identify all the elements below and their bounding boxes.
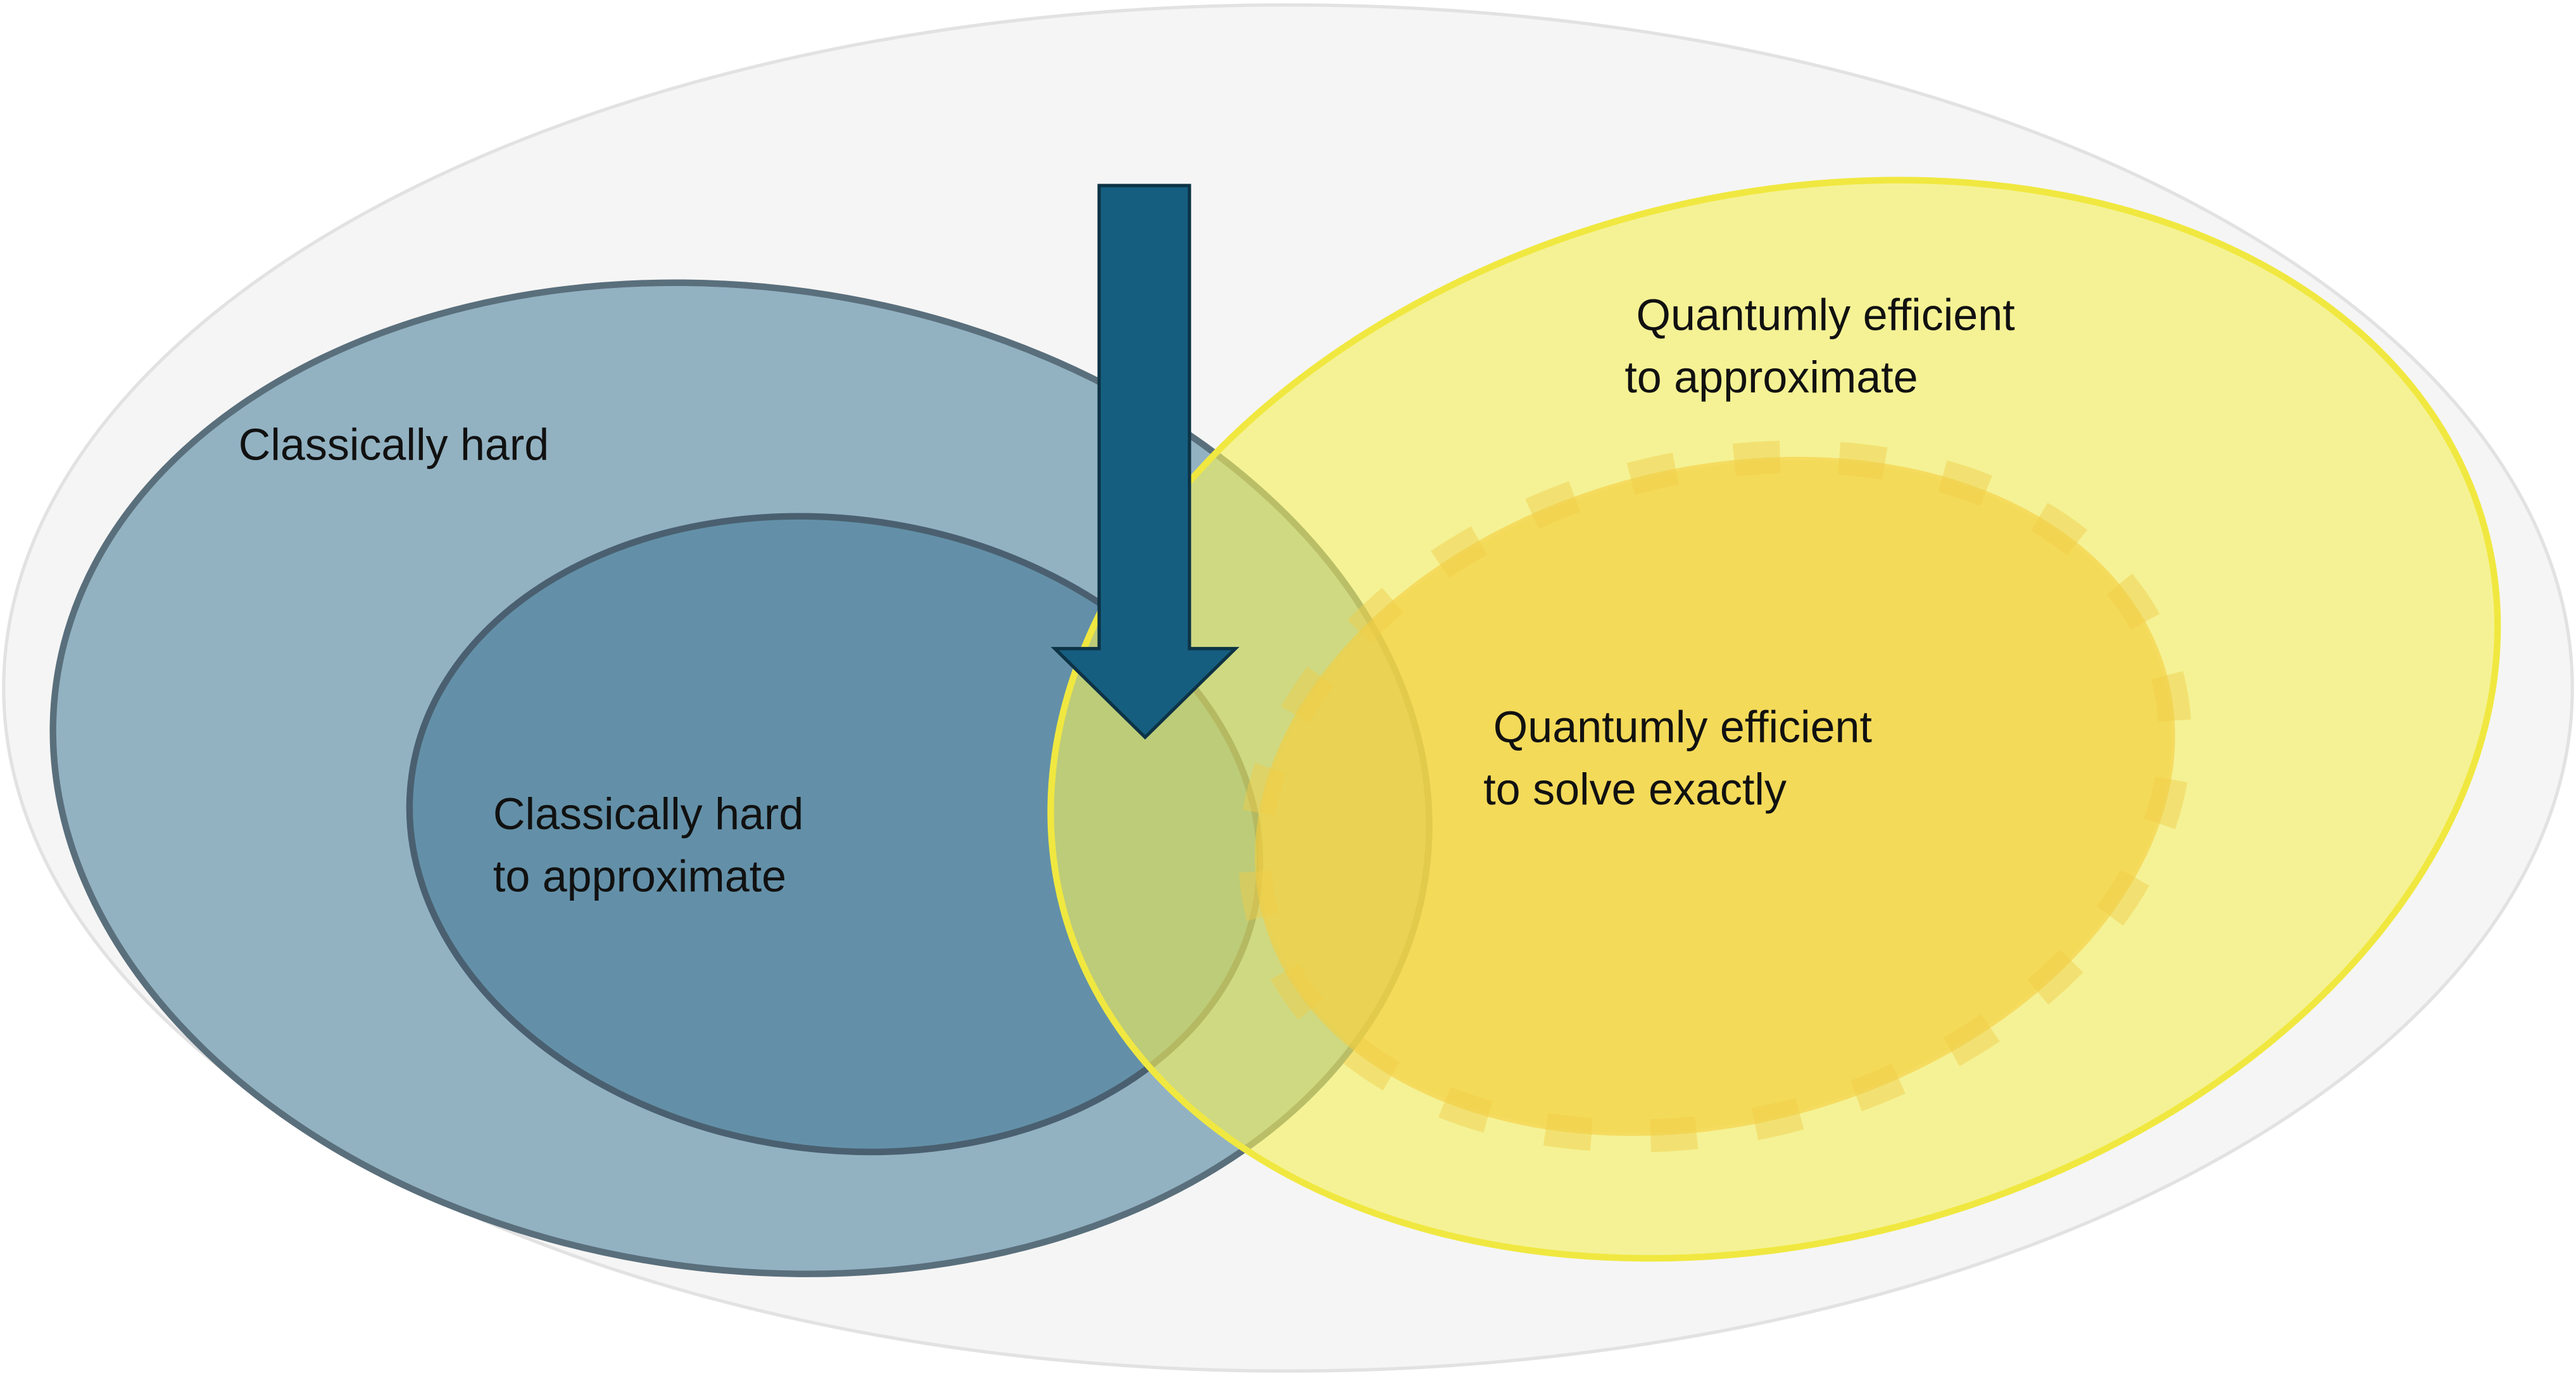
label-classically-hard: Classically hard xyxy=(239,420,549,469)
label-quantum-exact-line1: Quantumly efficient xyxy=(1493,703,1872,752)
label-classically-hard-approx-line2: to approximate xyxy=(493,852,786,901)
down-arrow-icon xyxy=(1050,184,1240,740)
quantum-exact-inner-fill xyxy=(1258,460,2172,1133)
label-quantum-approx-line1: Quantumly efficient xyxy=(1636,290,2014,339)
label-quantum-approx-line2: to approximate xyxy=(1624,353,1918,402)
label-classically-hard-approx-line1: Classically hard xyxy=(493,789,803,839)
quantumly-efficient-to-solve-exactly-ellipse xyxy=(1238,440,2192,1153)
label-quantum-exact-line2: to solve exactly xyxy=(1483,765,1787,814)
